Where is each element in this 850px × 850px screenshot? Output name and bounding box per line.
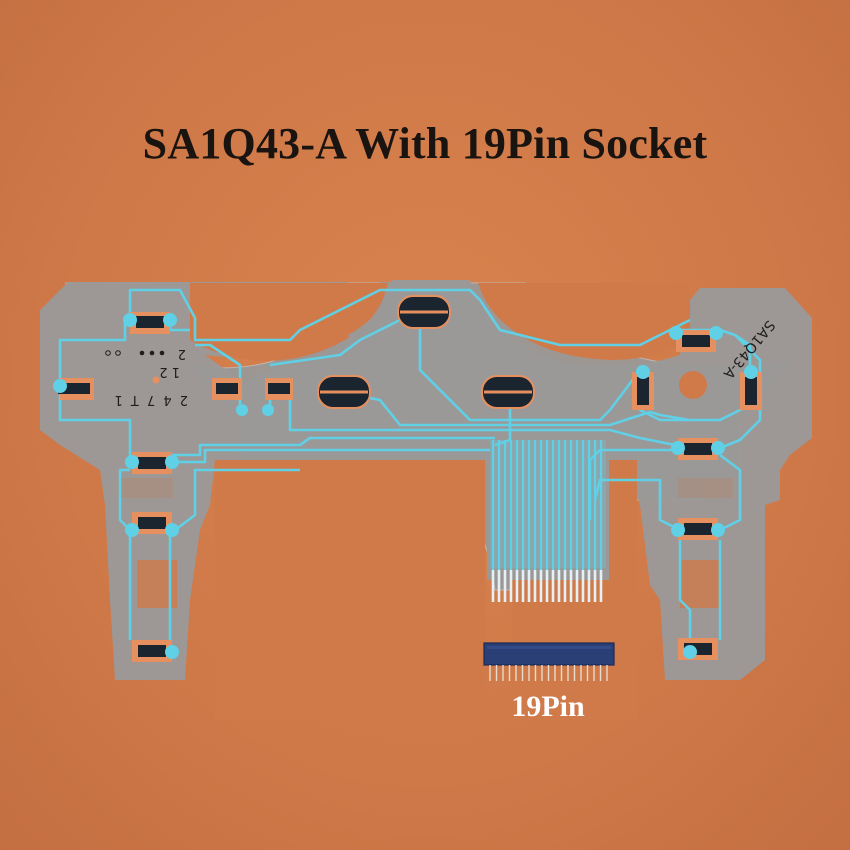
button-pads [53,295,762,662]
pad-r1-right [740,365,762,410]
ribbon-lines [491,440,603,570]
svg-text:1 2: 1 2 [159,364,180,379]
pad-analog [262,378,293,416]
pad-dpad-up [125,452,179,474]
pad-circle [671,518,725,540]
pad-dpad-down [132,640,179,662]
pad-triangle [671,438,725,460]
left-arc-notch [190,283,388,361]
right-mount-hole [679,371,707,399]
socket-label: 19Pin [511,690,585,723]
product-title: SA1Q43-A With 19Pin Socket [142,119,708,168]
pad-r1-left [632,365,654,410]
pad-cross [678,638,718,660]
pad-r2 [669,326,723,352]
pad-left-oval [317,375,371,409]
pad-select [212,378,248,416]
svg-text:2 4 7 T 1: 2 4 7 T 1 [112,392,188,407]
pad-right-oval [481,375,535,409]
pad-l1 [53,378,94,400]
right-leg-window [680,560,720,608]
left-gap [215,460,305,720]
ribbon-contacts [491,570,603,602]
19pin-socket [483,642,615,681]
marking-row1: 2 [178,346,186,361]
right-arc-notch [478,283,690,360]
pad-dpad-mid [125,512,179,537]
pad-l2 [123,312,177,334]
pad-start [397,295,451,329]
center-gap [300,460,485,720]
